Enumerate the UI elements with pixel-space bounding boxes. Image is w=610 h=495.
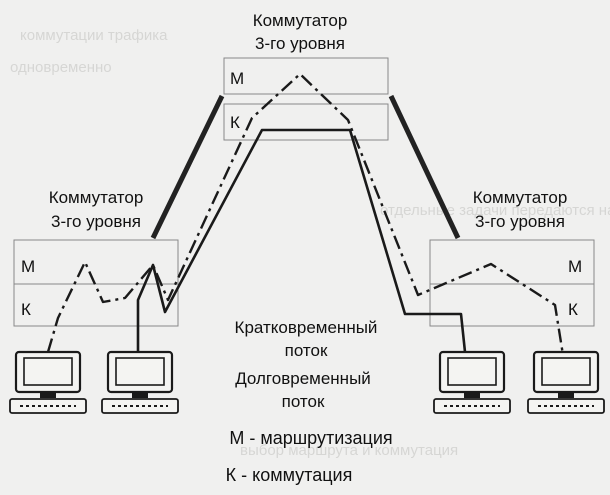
long-lived-flow-path [136,128,467,353]
switch-left: Коммутатор 3-го уровня М К [13,188,179,327]
switch-top-m-label: М [230,69,244,88]
switch-left-title-1: Коммутатор [49,188,144,207]
legend: М - маршрутизация К - коммутация [226,428,393,485]
computer-1 [9,350,87,414]
legend-switching: К - коммутация [226,465,353,485]
switch-right-k-box [429,283,595,327]
switch-top-k-box [223,103,389,141]
bleed-line-1: одновременно [10,59,112,76]
switch-left-k-box [13,283,179,327]
keyboard-icon [527,398,605,414]
bleed-line-2: отдельные задачи передаются на коммутато… [380,202,610,219]
computer-4 [527,350,605,414]
bleed-title: коммутации трафика [20,27,168,44]
computer-3 [433,350,511,414]
switch-right-title-1: Коммутатор [473,188,568,207]
switch-top-title-1: Коммутатор [253,11,348,30]
bleed-line-3: выбор маршрута и коммутация [240,442,458,459]
switch-left-title-2: 3-го уровня [51,212,141,231]
short-flow-label-1: Кратковременный [235,318,378,337]
switch-top: Коммутатор 3-го уровня М К [223,11,389,141]
switch-right-m-label: М [568,257,582,276]
computer-2 [101,350,179,414]
switch-top-m-box [223,57,389,95]
short-lived-flow-path [46,72,565,356]
flow-labels: Кратковременный поток Долговременный пот… [235,318,378,411]
switch-right-k-label: К [568,300,578,319]
long-flow-label-2: поток [282,392,325,411]
switch-right: Коммутатор 3-го уровня М К [429,188,595,327]
trunk-link-right [388,94,461,240]
legend-routing: М - маршрутизация [229,428,392,448]
trunk-link-left [150,94,225,240]
switch-top-title-2: 3-го уровня [255,34,345,53]
switch-left-k-label: К [21,300,31,319]
switch-top-k-label: К [230,113,240,132]
switch-left-m-label: М [21,257,35,276]
long-flow-label-1: Долговременный [235,369,371,388]
keyboard-icon [9,398,87,414]
keyboard-icon [433,398,511,414]
short-flow-label-2: поток [285,341,328,360]
switch-left-m-box [13,239,179,285]
background-bleed-text: коммутации трафика одновременно отдельны… [10,27,610,459]
keyboard-icon [101,398,179,414]
switch-right-title-2: 3-го уровня [475,212,565,231]
